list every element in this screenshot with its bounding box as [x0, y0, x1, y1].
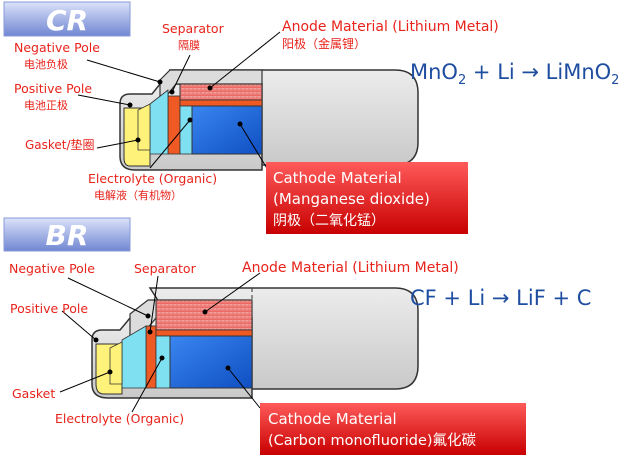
cr-section: CR — [3, 1, 619, 234]
cr-cell-illustration — [119, 69, 419, 171]
cr-cathode-box: Cathode Material (Manganese dioxide) 阴极（… — [266, 162, 468, 234]
cr-separator-label: Separator — [162, 21, 225, 36]
br-positive-pole-label: Positive Pole — [10, 301, 88, 316]
br-section: BR Negative Pole Positive Pole — [3, 217, 591, 455]
br-separator-label: Separator — [134, 261, 197, 276]
br-cathode-line2: (Carbon monofluoride)氟化碳 — [268, 432, 477, 449]
br-electrolyte-label: Electrolyte (Organic) — [55, 411, 184, 426]
cr-badge-text: CR — [46, 4, 88, 37]
br-cathode-box: Cathode Material (Carbon monofluoride)氟化… — [260, 403, 526, 455]
cr-leader-lines — [77, 31, 281, 171]
cr-equation: MnO2 + Li → LiMnO2 — [410, 60, 619, 88]
cr-anode-label: Anode Material (Lithium Metal) — [282, 19, 499, 35]
br-badge-text: BR — [46, 219, 89, 252]
br-equation: CF + Li → LiF + C — [410, 286, 591, 310]
cr-separator-zh-label: 隔膜 — [178, 39, 200, 52]
cr-gasket-label: Gasket/垫圈 — [25, 137, 95, 152]
cr-electrolyte-zh-label: 电解液（有机物） — [94, 188, 182, 202]
cr-positive-pole-zh-label: 电池正极 — [24, 98, 68, 112]
br-cell-illustration — [91, 287, 419, 399]
cr-negative-pole-label: Negative Pole — [14, 40, 100, 55]
cr-cathode-line1: Cathode Material — [273, 169, 402, 187]
br-badge: BR — [3, 217, 131, 252]
cr-electrolyte-label: Electrolyte (Organic) — [88, 171, 217, 186]
br-anode-label: Anode Material (Lithium Metal) — [242, 260, 459, 276]
cr-negative-pole-zh-label: 电池负极 — [24, 57, 68, 71]
br-negative-pole-label: Negative Pole — [9, 261, 95, 276]
br-leader-lines — [59, 272, 261, 413]
cr-anode-zh-label: 阳极（金属锂） — [282, 36, 366, 51]
br-cathode-line1: Cathode Material — [268, 410, 397, 428]
cr-cathode-line3: 阴极（二氧化锰） — [273, 213, 385, 229]
cr-cathode-line2: (Manganese dioxide) — [273, 190, 430, 208]
cr-badge: CR — [3, 1, 131, 37]
br-gasket-label: Gasket — [12, 386, 55, 401]
cr-positive-pole-label: Positive Pole — [14, 81, 92, 96]
